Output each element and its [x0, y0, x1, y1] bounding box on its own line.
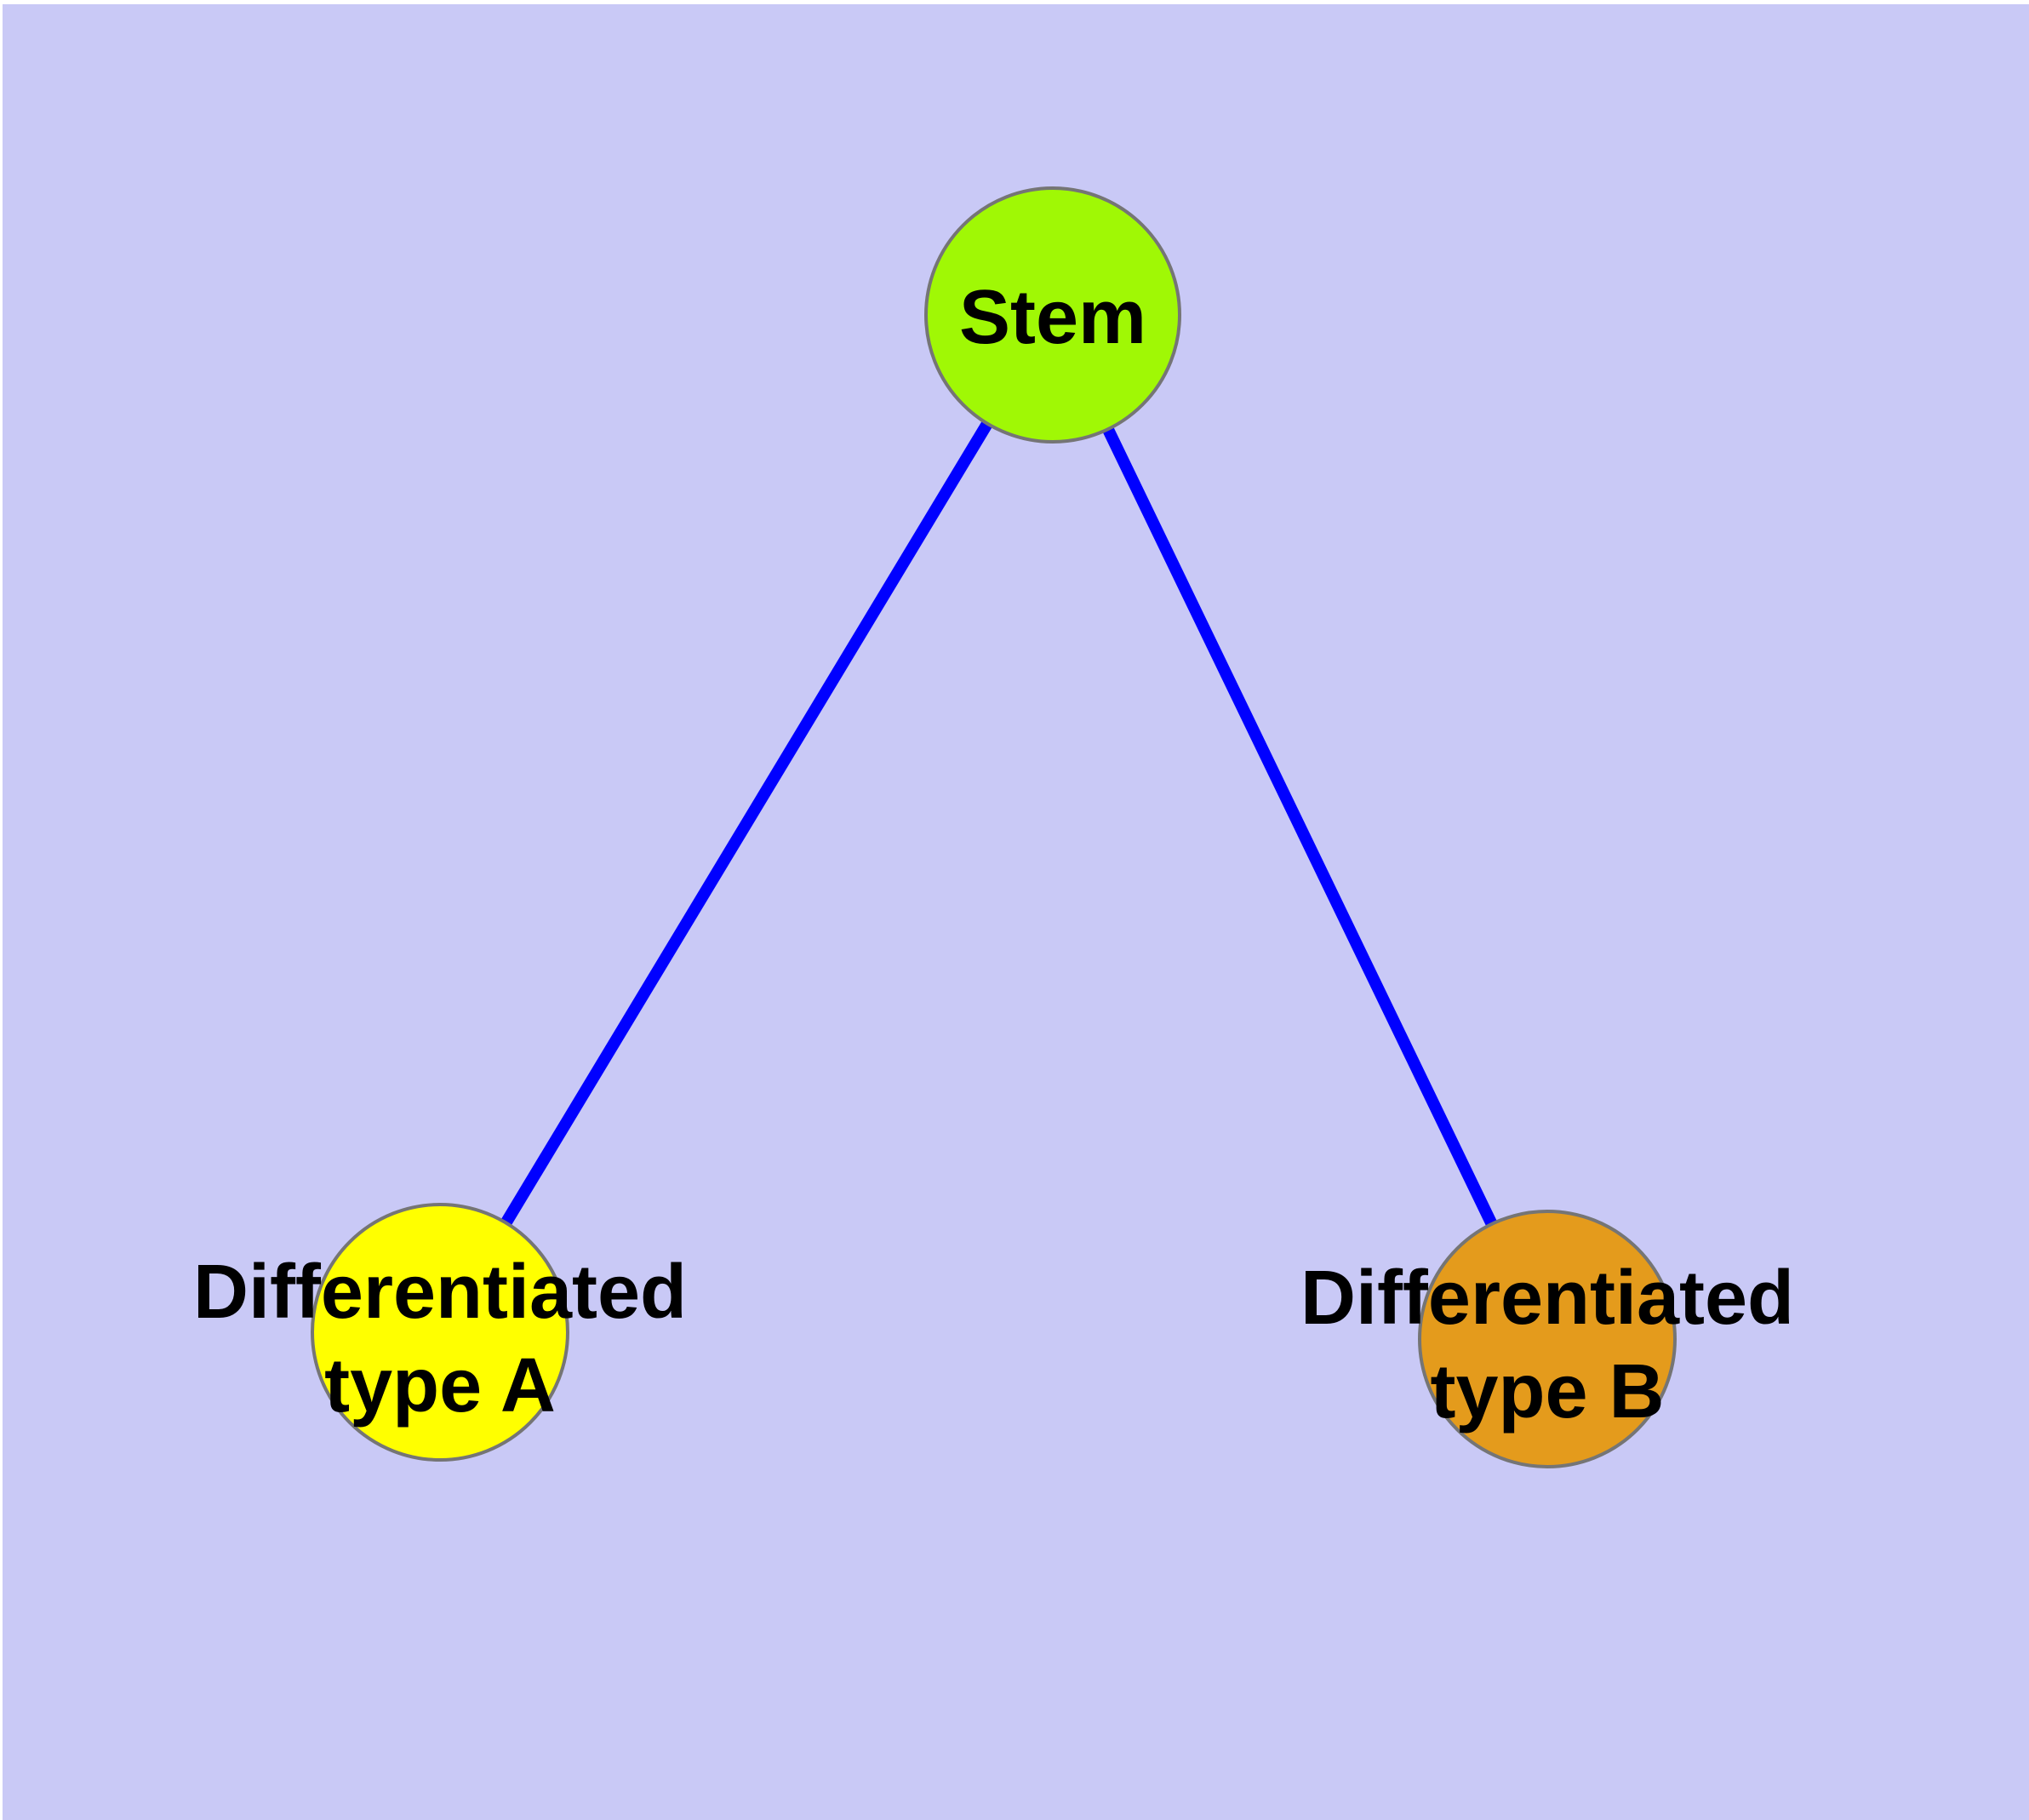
edge-stem-to-type-a: [435, 312, 1058, 1336]
node-label-stem: Stem: [959, 275, 1146, 360]
edge-stem-to-type-b: [1047, 312, 1553, 1342]
edge-group: [435, 312, 1553, 1342]
node-differentiated-type-a: [311, 1203, 569, 1462]
node-label-group: Stem Differentiated type A Differentiate…: [193, 275, 1794, 1434]
node-stem: [924, 186, 1181, 444]
node-label-type-b-line2: type B: [1430, 1349, 1664, 1434]
node-label-type-a-line1: Differentiated: [193, 1250, 687, 1335]
node-differentiated-type-b: [1418, 1210, 1677, 1468]
node-group: [311, 186, 1677, 1468]
node-label-type-a-line2: type A: [324, 1343, 556, 1428]
node-label-type-b-line1: Differentiated: [1300, 1256, 1794, 1341]
